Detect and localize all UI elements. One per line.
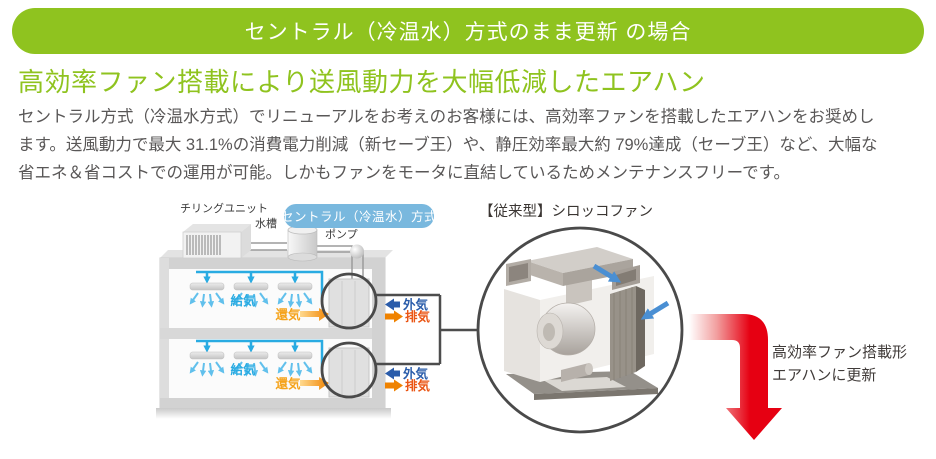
- outside-air-label: 外気: [402, 366, 429, 381]
- outside-air-label: 外気: [402, 297, 429, 312]
- page-title: 高効率ファン搭載により送風動力を大幅低減したエアハン: [18, 67, 706, 97]
- airflow-arrow-icon: [640, 300, 670, 320]
- floor1-unit: 給気 還気 外気 排気: [189, 270, 431, 330]
- airflow-arrow-icon: [592, 263, 622, 283]
- supply-duct: [196, 339, 324, 369]
- air-handler-zoom-circle: [320, 341, 378, 399]
- return-air-label: 還気: [275, 307, 301, 322]
- supply-drop-arrow-icon: [203, 272, 299, 284]
- supply-drop-arrow-icon: [203, 341, 299, 353]
- chiller-unit: [182, 224, 251, 259]
- update-note-line2: エアハンに更新: [772, 367, 876, 384]
- water-tank: [287, 225, 318, 262]
- supply-duct: [196, 270, 324, 300]
- sirocco-fan-illustration: [504, 247, 670, 400]
- air-handler-box: [328, 347, 370, 398]
- exhaust-air-arrow-icon: [385, 310, 403, 323]
- fan-detail-title: 【従来型】シロッコファン: [479, 203, 653, 220]
- supply-splay-arrow-icon: [189, 292, 313, 308]
- ceiling-diffusers: [189, 282, 313, 291]
- return-air-arrow-icon: [300, 308, 329, 321]
- section-banner-label: セントラル（冷温水）方式のまま更新 の場合: [244, 21, 692, 44]
- exhaust-air-label: 排気: [405, 309, 431, 324]
- update-arrow-icon: [689, 314, 782, 440]
- outside-air-arrow-icon: [385, 298, 400, 311]
- return-air-label: 還気: [275, 376, 301, 391]
- pump-label: ポンプ: [325, 228, 358, 241]
- supply-air-label: 給気: [230, 293, 256, 308]
- exhaust-air-arrow-icon: [385, 379, 403, 392]
- description-paragraph: セントラル方式（冷温水方式）でリニューアルをお考えのお客様には、高効率ファンを搭…: [18, 103, 924, 187]
- system-badge: セントラル（冷温水）方式: [281, 204, 437, 228]
- tank-label: 水槽: [255, 217, 277, 230]
- air-handler-box: [328, 278, 370, 328]
- section-banner: セントラル（冷温水）方式のまま更新 の場合: [12, 8, 924, 54]
- return-air-arrow-icon: [300, 377, 329, 390]
- floor2-unit: 給気 還気 外気 排気: [189, 339, 431, 399]
- filter-panel: [610, 286, 636, 381]
- paragraph-line: セントラル方式（冷温水方式）でリニューアルをお考えのお客様には、高効率ファンを搭…: [18, 108, 875, 126]
- exhaust-air-label: 排気: [405, 378, 431, 393]
- update-note-line1: 高効率ファン搭載形: [772, 344, 907, 361]
- chiller-label: チリングユニット: [180, 201, 268, 215]
- outside-air-arrow-icon: [385, 367, 400, 380]
- paragraph-line: ます。送風動力で最大 31.1%の消費電力削減（新セーブ王）や、静圧効率最大約 …: [18, 136, 878, 154]
- ceiling-diffusers: [189, 351, 313, 360]
- supply-splay-arrow-icon: [189, 361, 313, 377]
- air-handler-zoom-circle: [320, 272, 378, 330]
- building-shadow: [156, 408, 391, 419]
- zoom-connector-lines: [376, 293, 482, 366]
- pump: [350, 244, 364, 259]
- supply-air-label: 給気: [230, 362, 256, 377]
- system-badge-label: セントラル（冷温水）方式: [281, 209, 437, 224]
- paragraph-line: 省エネ＆省コストでの運用が可能。しかもファンをモータに直結しているためメンテナン…: [18, 164, 791, 182]
